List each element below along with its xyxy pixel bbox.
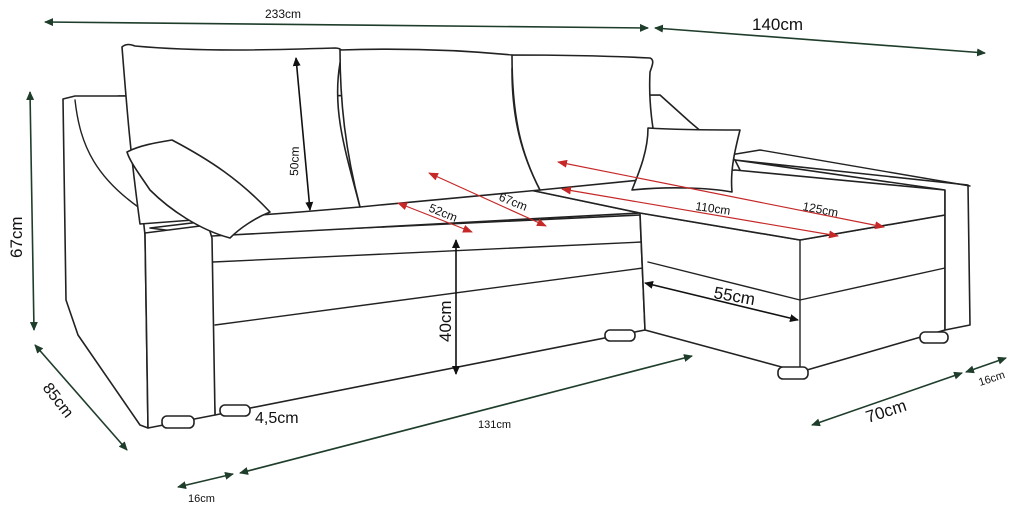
leg-back-mid (604, 329, 636, 342)
pillow-left (126, 139, 271, 239)
dim-line-131 (239, 354, 693, 475)
dim-line-140 (654, 24, 986, 57)
seat-base-line (212, 241, 643, 263)
dim-line-70 (811, 371, 963, 427)
label-140: 140cm (752, 15, 803, 34)
back-cushion-middle (339, 48, 541, 208)
left-armrest-front (144, 224, 216, 429)
dim-line-67 (26, 91, 38, 331)
label-125: 125cm (801, 199, 839, 220)
label-233: 233cm (265, 7, 301, 21)
sofa-drawing (62, 43, 971, 429)
label-16-left: 16cm (188, 493, 215, 505)
dim-line-50 (292, 57, 314, 211)
right-armrest-top (729, 149, 971, 187)
drawer-line (214, 267, 644, 326)
dim-line-125 (557, 159, 885, 230)
right-armrest (734, 159, 971, 331)
label-50: 50cm (287, 146, 302, 176)
dim-line-233 (44, 18, 649, 32)
label-4-5: 4,5cm (255, 410, 299, 427)
dimension-lines (26, 18, 1007, 490)
label-16-right: 16cm (977, 369, 1006, 389)
label-110: 110cm (695, 199, 732, 218)
back-cushion-right (511, 54, 661, 191)
label-67: 67cm (7, 216, 26, 258)
dim-line-67-bed (428, 172, 547, 227)
label-131: 131cm (478, 419, 511, 431)
left-armrest-curve (74, 99, 151, 216)
dim-line-85 (34, 344, 128, 451)
leg-chaise-front (777, 366, 809, 380)
label-40: 40cm (436, 300, 455, 342)
dim-line-16-right (965, 356, 1007, 374)
dim-line-55 (644, 280, 799, 323)
leg-chaise-back (919, 331, 949, 344)
dim-line-16-left (177, 471, 234, 490)
leg-front-mid (219, 404, 251, 417)
leg-front-left (161, 415, 195, 429)
pillow-right (631, 127, 741, 193)
label-70: 70cm (863, 396, 908, 427)
